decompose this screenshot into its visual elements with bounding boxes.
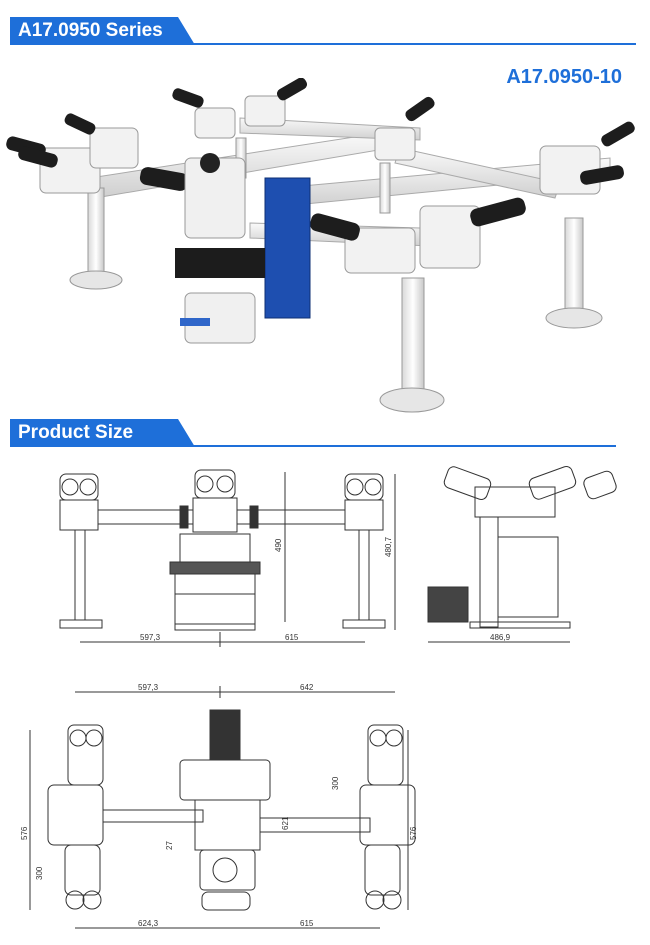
eyepieces — [6, 78, 635, 241]
side-stage — [497, 536, 559, 618]
viewing-heads — [39, 95, 601, 274]
top-dim-center-height: 621 — [281, 816, 290, 830]
series-title: A17.0950 Series — [18, 20, 163, 41]
product-photo — [6, 78, 635, 413]
top-dim-left-lower: 300 — [35, 866, 44, 880]
top-dim-bottom-left: 624,3 — [138, 919, 159, 928]
side-view-drawing — [427, 465, 617, 643]
microscope-body — [175, 153, 311, 344]
front-body — [169, 533, 261, 631]
top-view-drawing — [29, 686, 416, 929]
front-dim-height-inner: 490 — [274, 538, 283, 552]
top-dim-right-upper: 300 — [331, 776, 340, 790]
series-banner: A17.0950 Series — [10, 17, 195, 45]
top-center-body — [179, 709, 271, 911]
top-left-arm — [102, 809, 204, 823]
banner-shape — [10, 17, 195, 45]
top-dim-top-right: 642 — [300, 683, 314, 692]
front-posts — [59, 529, 386, 629]
right-arm — [236, 509, 346, 525]
front-dim-height-outer: 480,7 — [384, 536, 393, 557]
side-power-unit — [427, 586, 469, 623]
header-rule — [10, 43, 636, 45]
support-posts — [69, 137, 603, 413]
front-dim-left-width: 597,3 — [140, 633, 161, 642]
product-size-banner: Product Size — [10, 419, 195, 447]
top-view-dimensions: 597,3 642 576 300 27 621 300 576 624,3 6… — [20, 683, 418, 928]
top-right-head — [359, 724, 416, 910]
top-dim-top-left: 597,3 — [138, 683, 159, 692]
left-arm — [97, 509, 194, 525]
front-view-drawing — [59, 469, 396, 647]
top-dim-left-outer: 576 — [20, 826, 29, 840]
side-dim-depth: 486,9 — [490, 633, 511, 642]
front-view-dimensions: 597,3 615 490 480,7 — [140, 536, 393, 642]
section-rule — [10, 445, 616, 447]
side-view-dimensions: 486,9 — [490, 633, 511, 642]
front-dim-right-width: 615 — [285, 633, 299, 642]
top-dim-center-small: 27 — [165, 841, 174, 850]
banner-shape — [10, 419, 195, 447]
model-number: A17.0950-10 — [506, 66, 622, 88]
top-dim-bottom-right: 615 — [300, 919, 314, 928]
top-dim-right-outer: 576 — [409, 826, 418, 840]
side-heads — [443, 465, 617, 518]
product-size-title: Product Size — [18, 422, 134, 443]
